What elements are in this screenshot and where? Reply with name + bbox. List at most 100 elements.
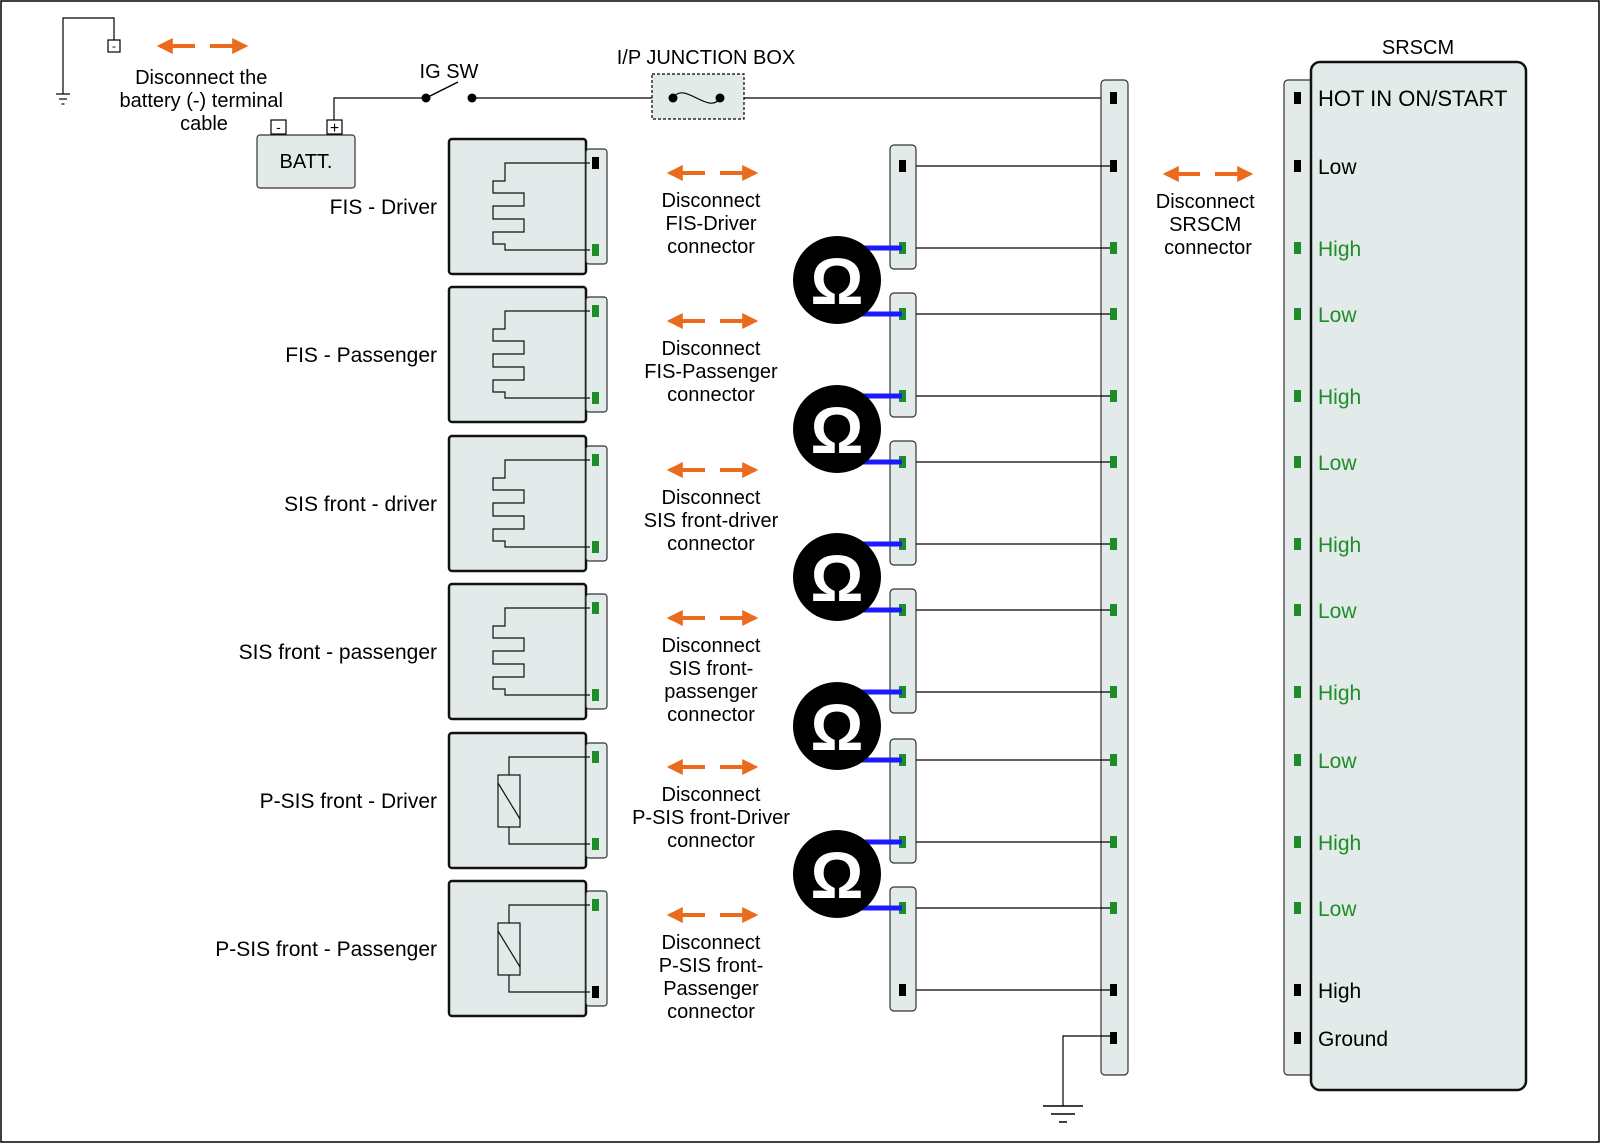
sensor-coil-symbol (492, 162, 590, 251)
sensor-pin (592, 838, 599, 850)
main-feed-wire (333, 81, 1109, 120)
harness-pin (1110, 538, 1117, 550)
sensor-resistor-symbol (497, 922, 521, 976)
harness-sensor-pin (899, 390, 906, 402)
sensor-body (447, 731, 588, 870)
srscm-title: SRSCM (1382, 37, 1454, 59)
srscm-pin-label: Ground (1318, 1028, 1388, 1051)
srscm-pin (1294, 308, 1301, 320)
sensor-connector (585, 148, 608, 265)
harness-pin (1110, 160, 1117, 172)
ohmmeter: Ω (793, 533, 902, 621)
sensor-name-label: SIS front - passenger (239, 641, 437, 664)
srscm-pin-label: High (1318, 682, 1361, 705)
battery-neg-terminal: - (276, 119, 281, 135)
harness-pin (1110, 604, 1117, 616)
harness-sensor-pin (899, 538, 906, 550)
srscm-pin (1294, 242, 1301, 254)
sensor-resistor-slash (497, 930, 521, 968)
sensor-pin (592, 986, 599, 998)
harness-sensor-pin (899, 686, 906, 698)
srscm-pin-label: Low (1318, 452, 1357, 475)
harness-sensor-pin (899, 308, 906, 320)
srscm-pin-label: Low (1318, 750, 1357, 773)
ohmmeter: Ω (793, 385, 902, 473)
harness-pin (1110, 242, 1117, 254)
junction-box-label: I/P JUNCTION BOX (617, 47, 796, 69)
ohm-symbol: Ω (811, 244, 864, 318)
srscm-pin (1294, 1032, 1301, 1044)
sensor-pin (592, 751, 599, 763)
ohm-symbol: Ω (811, 541, 864, 615)
sensor-pin (592, 305, 599, 317)
sensor-coil-symbol (492, 310, 590, 399)
sensor-resistor-symbol (497, 774, 521, 828)
srscm-pin (1294, 902, 1301, 914)
harness-sensor-connector (889, 292, 917, 418)
ohmmeter: Ω (793, 682, 902, 770)
sensor-connector (585, 445, 608, 562)
sensor-pin (592, 689, 599, 701)
sensor-connector (585, 296, 608, 413)
srscm-pin-label: High (1318, 980, 1361, 1003)
ohm-symbol: Ω (811, 690, 864, 764)
harness-pin (1110, 902, 1117, 914)
harness-sensor-pin (899, 242, 906, 254)
pin-layer: HOT IN ON/STARTLowHighLowHighLowHighLowH… (1110, 86, 1507, 1051)
sensor-name-label: FIS - Driver (330, 196, 437, 219)
harness-sensor-pin (899, 160, 906, 172)
sensor-connector (585, 890, 608, 1007)
sensor-connector (585, 742, 608, 859)
harness-pin (1110, 984, 1117, 996)
srscm-pin (1294, 984, 1301, 996)
srscm-pin-label: High (1318, 534, 1361, 557)
junction-box (651, 73, 745, 120)
sensor-name-label: P-SIS front - Driver (260, 790, 437, 813)
harness-pin (1110, 308, 1117, 320)
harness-pin (1110, 686, 1117, 698)
ohmmeter-body (793, 682, 881, 770)
srscm-pin (1294, 456, 1301, 468)
harness-pin (1110, 754, 1117, 766)
wire-layer (906, 165, 1110, 991)
ohmmeter-body (793, 830, 881, 918)
cable-neg-symbol: - (112, 39, 116, 53)
sensor-body (447, 879, 588, 1018)
sensor-name-label: FIS - Passenger (285, 344, 437, 367)
sensor-connector (585, 593, 608, 710)
ohm-symbol: Ω (811, 838, 864, 912)
ohmmeter-body (793, 533, 881, 621)
sensor-coil-symbol (492, 459, 590, 548)
sensor-wire (508, 904, 590, 993)
sensor-pin (592, 392, 599, 404)
srscm-pin (1294, 160, 1301, 172)
harness-sensor-pin (899, 984, 906, 996)
srscm-module (1309, 60, 1528, 1092)
ohmmeter: Ω (793, 236, 902, 324)
srscm-pin-label: Low (1318, 600, 1357, 623)
chassis-ground (1043, 1035, 1114, 1123)
harness-sensor-pin (899, 456, 906, 468)
battery-disconnect-label: Disconnect the battery (-) terminal cabl… (120, 67, 289, 135)
srscm-pin-label: Low (1318, 898, 1357, 921)
ohmmeter-body (793, 236, 881, 324)
harness-pin (1110, 92, 1117, 104)
sensor-name-label: SIS front - driver (284, 493, 437, 516)
srscm-disconnect-label: Disconnect SRSCM connector (1156, 191, 1261, 259)
sensor-pin (592, 454, 599, 466)
sensor-wire (508, 756, 590, 845)
sensor-coil-symbol (492, 607, 590, 696)
srscm-connector-strip (1283, 79, 1315, 1076)
sensor-resistor-slash (497, 782, 521, 820)
harness-sensor-pin (899, 754, 906, 766)
harness-sensor-connector (889, 440, 917, 566)
harness-connector-bar (1100, 79, 1129, 1076)
sensor-pin (592, 541, 599, 553)
